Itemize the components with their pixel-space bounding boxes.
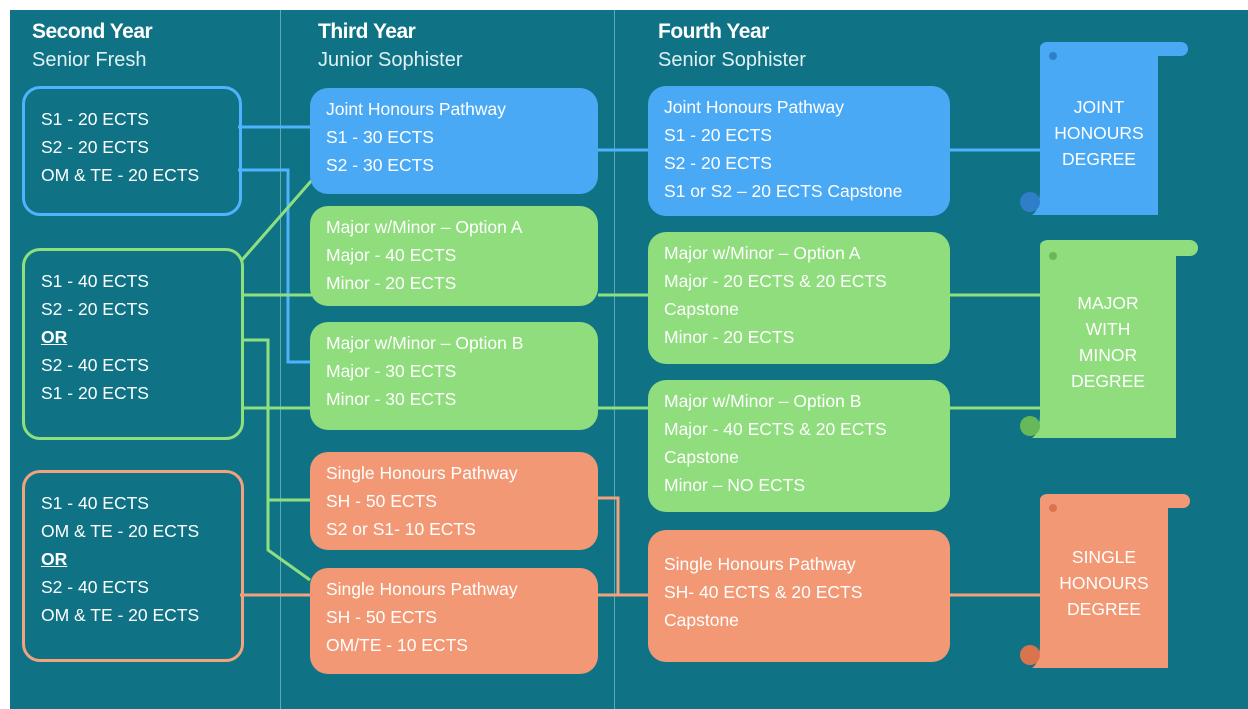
link-box2-to-single (242, 338, 312, 502)
box-line: Minor – NO ECTS (664, 475, 805, 495)
degree-line: MINOR (1078, 345, 1138, 365)
box-line: Single Honours Pathway (326, 463, 518, 483)
fourth-year-option-a-box: Major w/Minor – Option A Major - 20 ECTS… (648, 232, 950, 364)
box-line: S2 - 30 ECTS (326, 155, 434, 175)
degree-line: DEGREE (1071, 371, 1145, 391)
box-line: Major - 40 ECTS (326, 245, 457, 265)
fourth-year-joint-box: Joint Honours Pathway S1 - 20 ECTS S2 - … (648, 86, 950, 216)
third-year-single-box-1: Single Honours Pathway SH - 50 ECTS S2 o… (310, 452, 598, 550)
year-title: Second Year (32, 20, 153, 43)
box-line: SH - 50 ECTS (326, 607, 437, 627)
box-line: S2 or S1- 10 ECTS (326, 519, 476, 539)
single-degree-scroll (1020, 494, 1190, 668)
box-line: Single Honours Pathway (664, 554, 856, 574)
year-subtitle: Senior Sophister (658, 49, 806, 71)
box-line: Major - 20 ECTS & 20 ECTS (664, 271, 887, 291)
joint-honours-degree-label: JOINT HONOURS DEGREE (1040, 94, 1158, 172)
year-title: Fourth Year (658, 20, 769, 43)
box-line: OM & TE - 20 ECTS (41, 605, 200, 625)
column-header-fourth-year: Fourth Year Senior Sophister (658, 18, 806, 74)
box-line: S1 or S2 – 20 ECTS Capstone (664, 181, 903, 201)
link-single1-to-single4 (598, 496, 650, 597)
joint-degree-scroll (1020, 42, 1188, 215)
box-line: Single Honours Pathway (326, 579, 518, 599)
third-year-single-box-2: Single Honours Pathway SH - 50 ECTS OM/T… (310, 568, 598, 674)
box-line: S2 - 20 ECTS (41, 299, 149, 319)
box-line: S1 - 40 ECTS (41, 271, 149, 291)
degree-line: JOINT (1073, 97, 1125, 117)
column-header-third-year: Third Year Junior Sophister (318, 18, 463, 74)
box-line: OM & TE - 20 ECTS (41, 165, 200, 185)
link-box2-to-single2 (266, 500, 311, 582)
degree-line: HONOURS (1059, 573, 1149, 593)
box-line: Minor - 20 ECTS (664, 327, 795, 347)
link-box1-to-optionB3 (238, 168, 312, 364)
fourth-year-single-box: Single Honours Pathway SH- 40 ECTS & 20 … (648, 530, 950, 662)
box-line: S1 - 30 ECTS (326, 127, 434, 147)
year-subtitle: Junior Sophister (318, 49, 463, 71)
box-line: Capstone (664, 299, 739, 319)
box-line: S2 - 40 ECTS (41, 355, 149, 375)
box-line: Major w/Minor – Option B (326, 333, 524, 353)
major-minor-degree-label: MAJOR WITH MINOR DEGREE (1040, 290, 1176, 394)
column-divider-2 (614, 10, 615, 709)
box-line: S1 - 40 ECTS (41, 493, 149, 513)
box-line: Major - 30 ECTS (326, 361, 457, 381)
degree-line: DEGREE (1062, 149, 1136, 169)
box-line: OM & TE - 20 ECTS (41, 521, 200, 541)
year-subtitle: Senior Fresh (32, 49, 147, 71)
fourth-year-option-b-box: Major w/Minor – Option B Major - 40 ECTS… (648, 380, 950, 512)
box-line: Joint Honours Pathway (326, 99, 506, 119)
box-line: S1 - 20 ECTS (41, 383, 149, 403)
degree-line: MAJOR (1077, 293, 1139, 313)
link-box2-to-joint3 (240, 179, 314, 261)
or-label: OR (41, 327, 68, 347)
box-line: S1 - 20 ECTS (664, 125, 772, 145)
box-line: Major - 40 ECTS & 20 ECTS (664, 419, 887, 439)
degree-line: DEGREE (1067, 599, 1141, 619)
box-line: Major w/Minor – Option B (664, 391, 862, 411)
third-year-option-a-box: Major w/Minor – Option A Major - 40 ECTS… (310, 206, 598, 306)
box-line: SH- 40 ECTS & 20 ECTS (664, 582, 863, 602)
box-line: Major w/Minor – Option A (326, 217, 523, 237)
box-line: S2 - 20 ECTS (41, 137, 149, 157)
box-line: Joint Honours Pathway (664, 97, 844, 117)
box-line: Capstone (664, 447, 739, 467)
box-line: Minor - 20 ECTS (326, 273, 457, 293)
major-degree-scroll (1020, 240, 1198, 438)
box-line: S2 - 40 ECTS (41, 577, 149, 597)
or-label: OR (41, 549, 68, 569)
third-year-option-b-box: Major w/Minor – Option B Major - 30 ECTS… (310, 322, 598, 430)
box-line: OM/TE - 10 ECTS (326, 635, 468, 655)
column-divider-1 (280, 10, 281, 709)
year-title: Third Year (318, 20, 416, 43)
connector-lines (238, 42, 1198, 668)
degree-line: HONOURS (1054, 123, 1144, 143)
single-honours-degree-label: SINGLE HONOURS DEGREE (1040, 544, 1168, 622)
box-line: Capstone (664, 610, 739, 630)
degree-line: WITH (1085, 319, 1131, 339)
box-line: S2 - 20 ECTS (664, 153, 772, 173)
box-line: S1 - 20 ECTS (41, 109, 149, 129)
third-year-joint-box: Joint Honours Pathway S1 - 30 ECTS S2 - … (310, 88, 598, 194)
second-year-joint-box: S1 - 20 ECTS S2 - 20 ECTS OM & TE - 20 E… (22, 86, 242, 216)
box-line: SH - 50 ECTS (326, 491, 437, 511)
second-year-major-box: S1 - 40 ECTS S2 - 20 ECTS OR S2 - 40 ECT… (22, 248, 244, 440)
second-year-single-box: S1 - 40 ECTS OM & TE - 20 ECTS OR S2 - 4… (22, 470, 244, 662)
pathway-diagram: Second Year Senior Fresh Third Year Juni… (10, 10, 1248, 709)
box-line: Major w/Minor – Option A (664, 243, 861, 263)
column-header-second-year: Second Year Senior Fresh (32, 18, 153, 74)
degree-line: SINGLE (1071, 547, 1137, 567)
box-line: Minor - 30 ECTS (326, 389, 457, 409)
